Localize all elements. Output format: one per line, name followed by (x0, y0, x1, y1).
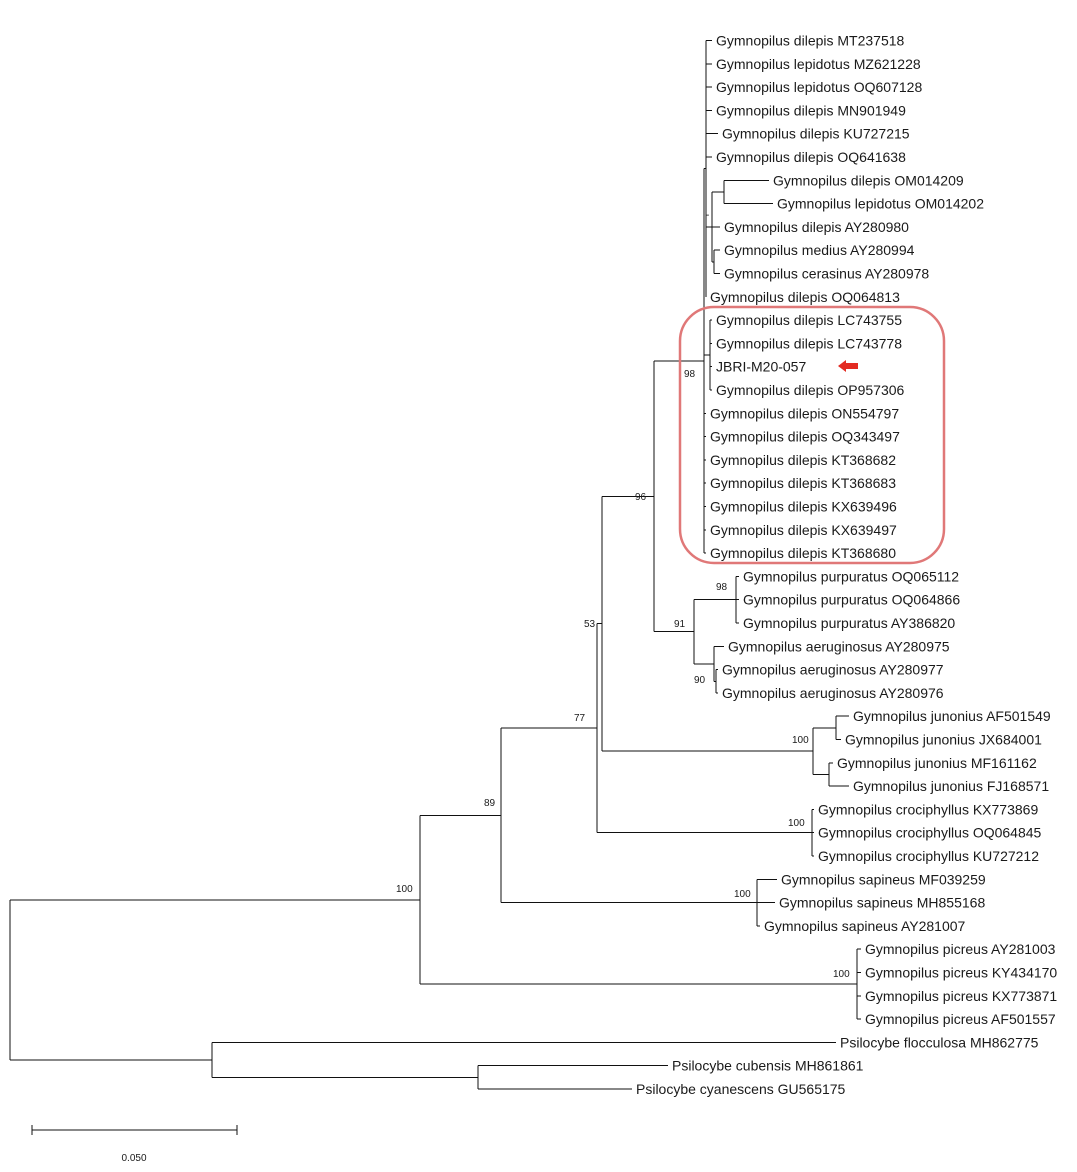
bootstrap-value: 89 (484, 798, 496, 809)
taxon-label: Gymnopilus sapineus AY281007 (764, 918, 966, 934)
bootstrap-value: 77 (574, 713, 586, 724)
highlight-box (678, 305, 946, 565)
bootstrap-value: 100 (833, 969, 850, 980)
taxon-label: Gymnopilus aeruginosus AY280975 (728, 638, 950, 654)
taxon-label: Gymnopilus dilepis OQ641638 (716, 149, 906, 165)
bootstrap-value: 100 (792, 735, 809, 746)
taxon-label: Gymnopilus purpuratus OQ065112 (743, 568, 959, 584)
taxon-label: Gymnopilus dilepis OP957306 (716, 382, 905, 398)
tree-branches (9, 40, 861, 1090)
taxon-label: Gymnopilus lepidotus MZ621228 (716, 56, 921, 72)
taxon-label: Gymnopilus purpuratus AY386820 (743, 615, 955, 631)
bootstrap-values: 98 96 53 98 91 90 77 100 100 89 100 100 100 - (396, 210, 850, 980)
taxon-label: Gymnopilus dilepis KU727215 (722, 126, 910, 142)
scale-bar-label: 0.050 (121, 1153, 146, 1164)
bootstrap-value: 100 (788, 818, 805, 829)
taxon-label: Gymnopilus aeruginosus AY280976 (722, 685, 944, 701)
taxon-label: Gymnopilus dilepis OQ343497 (710, 429, 900, 445)
bootstrap-value: 100 (396, 884, 413, 895)
taxon-label: Gymnopilus dilepis MT237518 (716, 33, 905, 49)
taxon-label: Gymnopilus cerasinus AY280978 (724, 266, 929, 282)
taxon-label: Gymnopilus dilepis OQ064813 (710, 289, 900, 305)
taxon-label: Gymnopilus junonius JX684001 (845, 732, 1042, 748)
bootstrap-value: 100 (734, 889, 751, 900)
red-arrow-icon (838, 360, 858, 372)
scale-bar: 0.050 (31, 1125, 238, 1164)
taxon-label: JBRI-M20-057 (716, 359, 806, 375)
taxon-label: Gymnopilus aeruginosus AY280977 (722, 662, 944, 678)
taxon-label: Gymnopilus dilepis KT368682 (710, 452, 896, 468)
bootstrap-value: 53 (584, 619, 596, 630)
taxon-label: Gymnopilus lepidotus OM014202 (777, 196, 984, 212)
taxon-label: Gymnopilus dilepis LC743778 (716, 335, 902, 351)
bootstrap-value: 96 (635, 492, 647, 503)
taxon-label: Gymnopilus dilepis ON554797 (710, 405, 899, 421)
bootstrap-value: 98 (684, 369, 696, 380)
taxon-label: Gymnopilus dilepis MN901949 (716, 102, 906, 118)
taxon-label: Gymnopilus picreus KX773871 (865, 988, 1057, 1004)
taxon-label: Gymnopilus crociphyllus OQ064845 (818, 825, 1042, 841)
taxon-label: Psilocybe cyanescens GU565175 (636, 1081, 846, 1097)
taxon-label: Gymnopilus junonius AF501549 (853, 708, 1051, 724)
bootstrap-value: - (706, 210, 709, 221)
taxon-label: Gymnopilus dilepis OM014209 (773, 172, 964, 188)
taxon-label: Gymnopilus picreus AY281003 (865, 941, 1056, 957)
taxon-label: Psilocybe flocculosa MH862775 (840, 1034, 1039, 1050)
taxon-label: Gymnopilus picreus KY434170 (865, 965, 1057, 981)
taxon-label: Gymnopilus crociphyllus KU727212 (818, 848, 1039, 864)
taxon-label: Gymnopilus dilepis KT368683 (710, 475, 896, 491)
taxon-label: Gymnopilus medius AY280994 (724, 242, 915, 258)
taxon-label: Gymnopilus sapineus MF039259 (781, 871, 986, 887)
bootstrap-value: 90 (694, 675, 706, 686)
taxon-label: Gymnopilus junonius FJ168571 (853, 778, 1049, 794)
taxon-label: Gymnopilus junonius MF161162 (837, 755, 1037, 771)
taxon-label: Psilocybe cubensis MH861861 (672, 1058, 864, 1074)
taxon-label: Gymnopilus dilepis KX639496 (710, 499, 897, 515)
taxon-label: Gymnopilus purpuratus OQ064866 (743, 592, 960, 608)
bootstrap-value: 98 (716, 582, 728, 593)
taxon-label: Gymnopilus dilepis LC743755 (716, 312, 902, 328)
taxon-label: Gymnopilus sapineus MH855168 (779, 895, 985, 911)
bootstrap-value: 91 (674, 619, 686, 630)
taxon-label: Gymnopilus picreus AF501557 (865, 1011, 1056, 1027)
taxon-label: Gymnopilus crociphyllus KX773869 (818, 801, 1038, 817)
taxon-label: Gymnopilus dilepis KT368680 (710, 545, 896, 561)
taxon-label: Gymnopilus dilepis KX639497 (710, 522, 897, 538)
taxon-label: Gymnopilus lepidotus OQ607128 (716, 79, 922, 95)
taxon-label: Gymnopilus dilepis AY280980 (724, 219, 909, 235)
